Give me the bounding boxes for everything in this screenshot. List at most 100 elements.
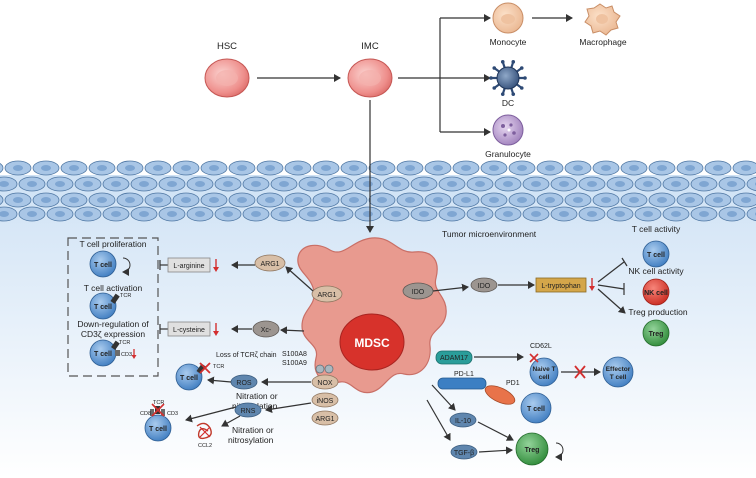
epithelial-nucleus (41, 165, 51, 171)
larginine-down-arrow (213, 259, 219, 272)
treg-bottom: Treg (515, 432, 564, 466)
epithelial-nucleus (335, 181, 345, 187)
epithelial-nucleus (447, 211, 457, 217)
epithelial-nucleus (27, 181, 37, 187)
tcell-activity-label: T cell activity (632, 224, 681, 234)
epithelial-nucleus (0, 181, 9, 187)
epithelial-nucleus (265, 197, 275, 203)
t-cell-proliferation-label: T cell proliferation (80, 239, 147, 249)
epithelial-nucleus (531, 211, 541, 217)
epithelial-nucleus (181, 197, 191, 203)
epithelial-nucleus (111, 181, 121, 187)
rns-label: RNS (241, 408, 256, 415)
epithelial-nucleus (209, 165, 219, 171)
epithelial-nucleus (391, 211, 401, 217)
treg-right: Treg (642, 319, 670, 347)
arg1-mdsc-label: ARG1 (317, 292, 336, 299)
epithelial-nucleus (97, 165, 107, 171)
epithelial-nucleus (27, 211, 37, 217)
lcysteine-down-arrow (213, 323, 219, 336)
epithelial-nucleus (69, 165, 79, 171)
tcell-label-5: T cell (149, 426, 167, 433)
inos-to-rns-arrow (265, 402, 312, 414)
cd3z-expression-label: CD3ζ expression (81, 329, 145, 339)
epithelial-nucleus (587, 181, 597, 187)
arg1-upper-label: ARG1 (260, 261, 279, 268)
epithelial-nucleus (643, 181, 653, 187)
cd62l-label: CD62L (530, 343, 552, 350)
tgfb-to-treg-arrow (478, 446, 513, 455)
tryptophan-effect-lines (597, 257, 628, 314)
epithelial-nucleus (727, 211, 737, 217)
epithelial-nucleus (181, 165, 191, 171)
epithelial-nucleus (237, 197, 247, 203)
nitration-label-2b: nitrosylation (228, 435, 274, 445)
epithelial-nucleus (293, 165, 303, 171)
epithelial-nucleus (405, 165, 415, 171)
macrophage-label: Macrophage (579, 37, 627, 47)
epithelial-nucleus (83, 181, 93, 187)
epithelial-nucleus (461, 197, 471, 203)
adam17-label: ADAM17 (440, 355, 468, 362)
epithelial-nucleus (125, 197, 135, 203)
nitration-label-2a: Nitration or (232, 425, 274, 435)
nk-cell: NK cell (642, 278, 670, 306)
xc-node: Xc- (252, 320, 280, 338)
dc-cell (489, 60, 527, 96)
epithelial-nucleus (391, 181, 401, 187)
epithelial-nucleus (279, 211, 289, 217)
mdsc-label: MDSC (354, 336, 390, 350)
epithelial-nucleus (447, 181, 457, 187)
lcysteine-label: L-cysteine (173, 327, 205, 334)
imc-label: IMC (361, 41, 379, 52)
epithelial-nucleus (69, 197, 79, 203)
epithelial-nucleus (559, 181, 569, 187)
pd1-label: PD1 (506, 380, 520, 387)
epithelial-nucleus (405, 197, 415, 203)
arg1-node-mdsc: ARG1 (311, 285, 343, 303)
epithelial-nucleus (139, 211, 149, 217)
tcell-cd3-down: T cell TCR CD3 (89, 339, 137, 367)
tcr-label-4: TCR (153, 400, 164, 406)
epithelial-nucleus (0, 211, 9, 217)
epithelial-nucleus (657, 165, 667, 171)
cd8-label: CD8 (140, 411, 151, 417)
epithelial-nucleus (83, 211, 93, 217)
mdsc-to-il10-arrow (431, 384, 456, 411)
loss-tcr-chain-label: Loss of TCRζ chain (216, 352, 277, 359)
tcell-activation: T cell TCR (89, 292, 131, 320)
epithelial-nucleus (223, 211, 233, 217)
epithelial-nucleus (559, 211, 569, 217)
epithelial-nucleus (699, 181, 709, 187)
mdsc-to-tgfb-arrow (426, 399, 451, 441)
epithelial-nucleus (475, 211, 485, 217)
epithelial-nucleus (419, 181, 429, 187)
epithelial-nucleus (321, 165, 331, 171)
larginine-box (167, 257, 211, 273)
epithelial-nucleus (307, 181, 317, 187)
epithelial-nucleus (433, 197, 443, 203)
nox-label: NOX (317, 380, 333, 387)
epithelial-nucleus (335, 211, 345, 217)
rns-to-ccl2-arrow (221, 415, 241, 427)
effector-label-2: T cell (610, 374, 627, 381)
epithelial-nucleus (139, 181, 149, 187)
epithelial-nucleus (419, 211, 429, 217)
epithelial-nucleus (615, 211, 625, 217)
epithelial-nucleus (685, 197, 695, 203)
arg1-node-lower: ARG1 (311, 410, 339, 426)
cd3-label-2: CD3 (167, 411, 178, 417)
nk-cell-label: NK cell (644, 290, 668, 297)
epithelial-layer (0, 160, 756, 222)
dc-label: DC (502, 98, 514, 108)
epithelial-nucleus (55, 181, 65, 187)
epithelial-nucleus (587, 211, 597, 217)
epithelial-nucleus (503, 181, 513, 187)
xc-label: Xc- (261, 327, 272, 334)
epithelial-nucleus (279, 181, 289, 187)
cd3-label-1: CD3 (121, 352, 132, 358)
downregulation-label: Down-regulation of (77, 319, 149, 329)
epithelial-nucleus (741, 197, 751, 203)
epithelial-nucleus (601, 165, 611, 171)
